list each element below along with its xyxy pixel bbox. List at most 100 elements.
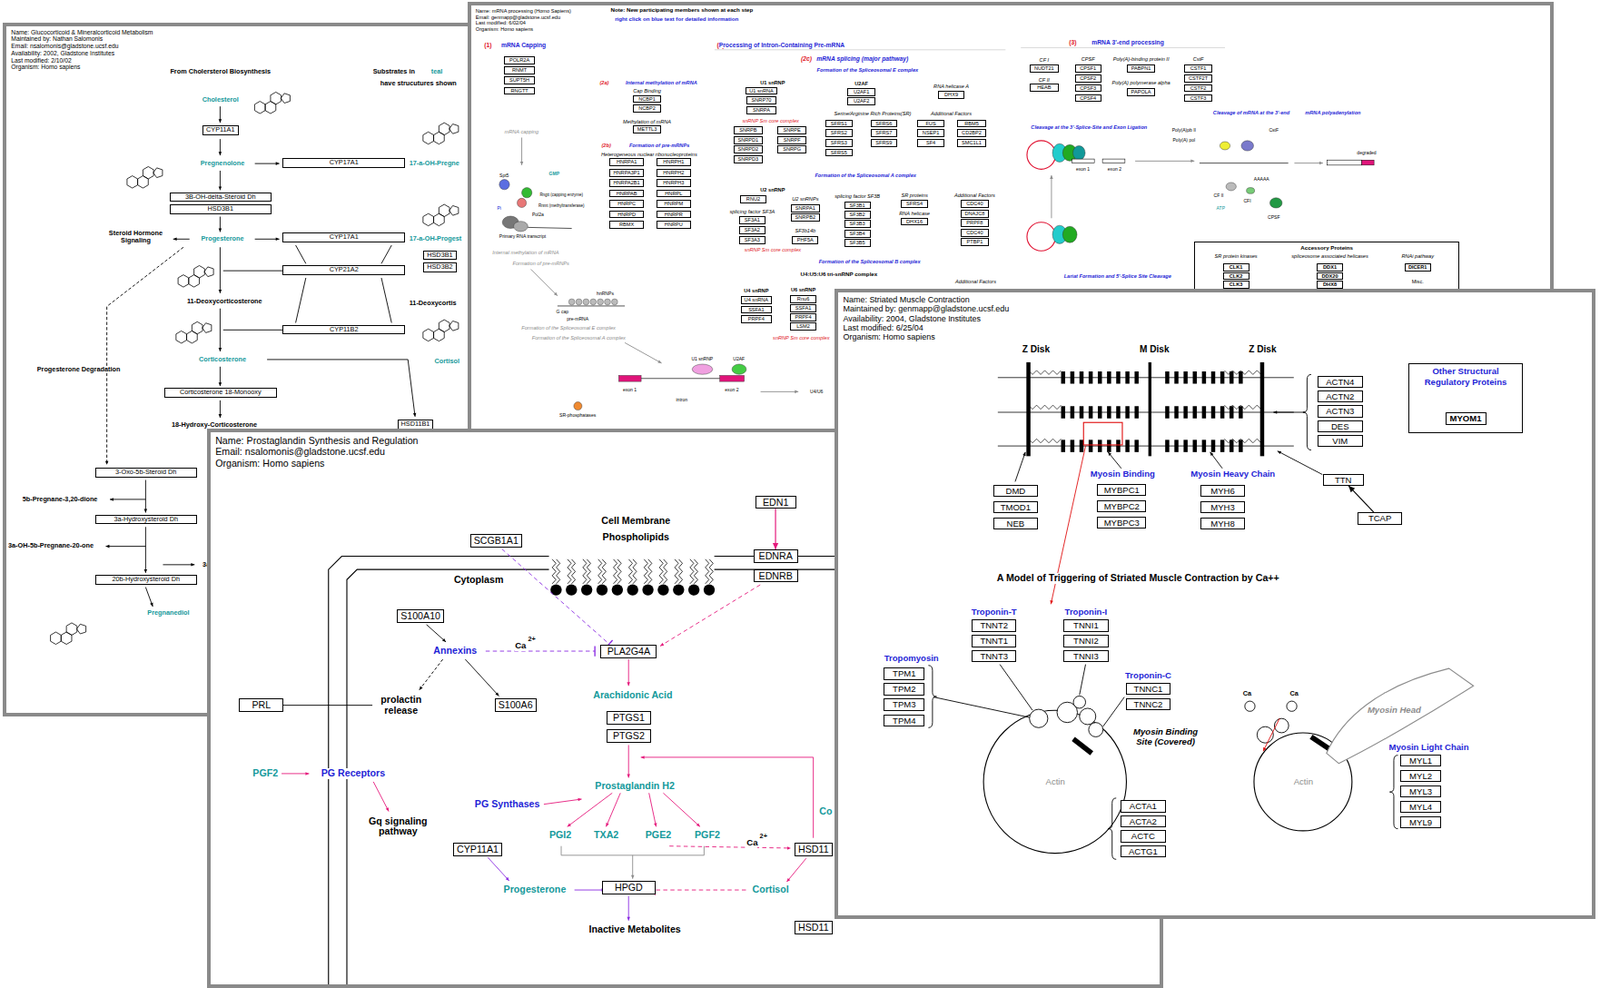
box-label: SFRS7 bbox=[874, 129, 894, 137]
text-label: have strucutures shown bbox=[380, 79, 457, 88]
gene-box: RBM5 bbox=[957, 119, 986, 129]
line-art bbox=[1102, 158, 1126, 163]
arrow-head bbox=[1023, 452, 1027, 456]
box-label: CDC40 bbox=[964, 200, 986, 208]
pathway-arrow bbox=[574, 889, 606, 891]
box-label: PHF5A bbox=[795, 237, 815, 244]
line-art bbox=[1193, 405, 1197, 418]
gene-box: TNNT3 bbox=[971, 650, 1017, 662]
box-label: ACTA2 bbox=[1124, 816, 1162, 827]
text-label: SR proteins bbox=[900, 192, 928, 198]
pathway-arrow bbox=[556, 559, 561, 584]
box-label: DDX20 bbox=[1320, 273, 1340, 280]
arrow-head bbox=[218, 289, 223, 294]
line-art bbox=[1097, 405, 1102, 418]
box-label: SSFA1 bbox=[793, 305, 813, 312]
arrow-head bbox=[627, 681, 632, 686]
text-label: U2AF bbox=[854, 80, 869, 87]
panel-header: Availability: 2002, Gladstone Institutes bbox=[10, 49, 472, 58]
box-label: SNRPA bbox=[750, 107, 774, 114]
text-label: right click on blue text for detailed in… bbox=[614, 16, 739, 23]
connector-group bbox=[1349, 485, 1375, 513]
line-art bbox=[1165, 371, 1170, 384]
line-art bbox=[1193, 371, 1197, 384]
gene-box: U1 snRNA bbox=[745, 87, 778, 96]
box-label: HNRPH2 bbox=[660, 169, 688, 177]
line-art bbox=[573, 402, 583, 411]
gene-box: CPSF3 bbox=[1075, 84, 1102, 93]
text-label: Tropomyosin bbox=[884, 653, 939, 664]
gene-box: SNRPE bbox=[777, 126, 806, 135]
text-label: snRNP Sm core complex bbox=[741, 118, 799, 124]
text-label: Serine/Arginine Rich Proteins(SR) bbox=[834, 110, 912, 117]
arrow-head bbox=[218, 186, 223, 190]
box-label: EDNRA bbox=[757, 550, 795, 563]
pathway-arrow bbox=[1000, 664, 1034, 712]
line-art bbox=[516, 198, 526, 208]
gene-box: TPM2 bbox=[883, 682, 925, 695]
gene-box: SNRPB bbox=[733, 126, 762, 135]
gene-box: RBMX bbox=[609, 220, 644, 229]
text-label: Substrates in bbox=[373, 68, 415, 76]
gene-box: MYOM1 bbox=[1445, 412, 1487, 425]
text-label: Heterogeneous nuclear ribonucleoproteins bbox=[601, 151, 698, 158]
box-label: HNRPR bbox=[660, 211, 688, 218]
text-label: (3) bbox=[1068, 39, 1077, 46]
box-label: SFRS5 bbox=[829, 149, 849, 157]
text-label: mRNA splicing (major pathway) bbox=[816, 55, 909, 62]
steroid-ring bbox=[177, 274, 189, 287]
pathway-arrow bbox=[1079, 664, 1087, 696]
box-label: TNNC2 bbox=[1129, 699, 1167, 710]
line-art bbox=[1062, 227, 1077, 244]
gene-box: POLR2A bbox=[503, 56, 535, 65]
panel-header: Organism: Homo sapiens bbox=[475, 26, 1546, 32]
box-label: HNRPL bbox=[660, 190, 688, 198]
pathway-arrow bbox=[426, 624, 446, 642]
gene-box: SF3A1 bbox=[739, 216, 766, 225]
gene-box: SSFA1 bbox=[740, 306, 772, 315]
gene-box: SCGB1A1 bbox=[470, 533, 523, 548]
gene-box: SNRPF bbox=[777, 136, 806, 145]
pathway-arrow bbox=[787, 858, 807, 882]
gene-box: PHF5A bbox=[791, 236, 819, 245]
text-label: Cholesterol bbox=[202, 96, 239, 104]
gene-box: PRPF4 bbox=[740, 315, 772, 324]
text-label: CstF bbox=[1268, 128, 1279, 134]
text-label: Inactive Metabolites bbox=[588, 924, 681, 936]
arrow-head bbox=[413, 412, 417, 416]
text-label: GMP bbox=[549, 171, 561, 178]
text-label: SR protein kinases bbox=[1214, 253, 1258, 259]
text-label: Myosin Heavy Chain bbox=[1190, 469, 1275, 480]
text-label: RNAi pathway bbox=[1401, 253, 1434, 259]
gene-box: PRPF8 bbox=[960, 218, 989, 228]
gene-box: SFRS7 bbox=[870, 128, 898, 138]
text-label: Formation of the Spliceosomal E complex bbox=[817, 67, 919, 73]
brace bbox=[1390, 755, 1399, 830]
gene-box: CLK1 bbox=[1223, 263, 1250, 272]
box-label: PLA2G4A bbox=[603, 645, 653, 658]
gene-box: NUDT21 bbox=[1029, 64, 1058, 73]
box-label: U2AF1 bbox=[850, 88, 872, 96]
box-label: SF3A3 bbox=[742, 237, 762, 244]
text-label: pre-mRNA bbox=[566, 316, 589, 323]
line-art bbox=[568, 298, 575, 306]
box-label: SF4 bbox=[920, 139, 940, 147]
line-art bbox=[1175, 439, 1179, 452]
text-label: Rnmt (methyltransferase) bbox=[538, 204, 585, 209]
pathway-arrow bbox=[557, 306, 625, 307]
text-label: U2AF bbox=[732, 356, 745, 363]
box-label: 3B-OH-delta-Steroid Dh bbox=[173, 193, 268, 202]
text-label: intron bbox=[676, 397, 689, 404]
text-label: teal bbox=[431, 68, 444, 76]
text-label: ATP bbox=[1216, 206, 1225, 212]
gene-box: HNRPH3 bbox=[656, 178, 692, 188]
gene-box: EDN1 bbox=[755, 495, 797, 510]
text-label: (2a) bbox=[599, 79, 609, 86]
gene-box: SFRS5 bbox=[825, 148, 852, 158]
arrow-head bbox=[505, 877, 510, 881]
box-label: TNNC1 bbox=[1129, 683, 1167, 694]
gene-box: SNRPB2 bbox=[790, 213, 820, 222]
gene-box: DHX9 bbox=[938, 90, 965, 99]
line-art bbox=[1073, 696, 1086, 709]
arrow-head bbox=[520, 161, 524, 166]
